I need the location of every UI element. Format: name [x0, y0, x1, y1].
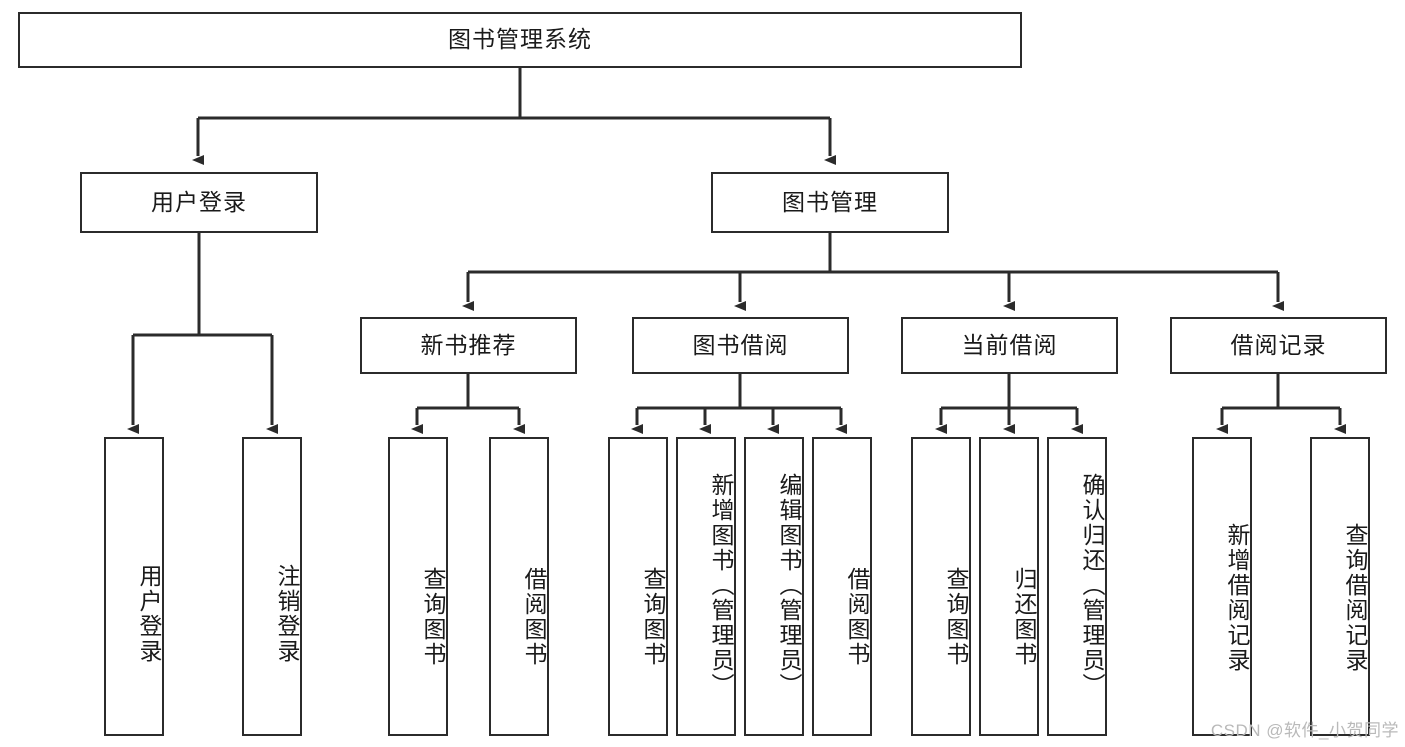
node-leaf-query-book-3-label: 查询图书: [943, 566, 969, 667]
node-leaf-borrow-book-1-label: 借阅图书: [521, 566, 547, 667]
node-borrow-record[interactable]: 借阅记录: [1170, 317, 1387, 374]
node-user-login-label: 用户登录: [151, 188, 247, 215]
node-leaf-edit-book-label: 编辑图书（管理员）: [776, 473, 802, 698]
node-new-book-recommend-label: 新书推荐: [420, 331, 517, 358]
node-leaf-user-login[interactable]: 用户登录: [104, 437, 164, 736]
node-root[interactable]: 图书管理系统: [18, 12, 1022, 68]
node-leaf-confirm-return[interactable]: 确认归还（管理员）: [1047, 437, 1107, 736]
node-current-borrow-label: 当前借阅: [961, 331, 1058, 358]
node-leaf-confirm-return-label: 确认归还（管理员）: [1079, 473, 1105, 698]
node-leaf-add-book-label: 新增图书（管理员）: [708, 473, 734, 698]
node-book-borrow-label: 图书借阅: [692, 331, 789, 358]
node-leaf-user-login-label: 用户登录: [136, 563, 162, 664]
node-borrow-record-label: 借阅记录: [1230, 331, 1327, 358]
node-leaf-query-book-1-label: 查询图书: [420, 566, 446, 667]
node-book-management-label: 图书管理: [782, 188, 878, 215]
node-root-label: 图书管理系统: [448, 26, 592, 53]
node-leaf-borrow-book-2[interactable]: 借阅图书: [812, 437, 872, 736]
node-leaf-borrow-book-2-label: 借阅图书: [844, 566, 870, 667]
node-leaf-add-record[interactable]: 新增借阅记录: [1192, 437, 1252, 736]
node-new-book-recommend[interactable]: 新书推荐: [360, 317, 577, 374]
node-leaf-edit-book[interactable]: 编辑图书（管理员）: [744, 437, 804, 736]
node-book-management[interactable]: 图书管理: [711, 172, 949, 233]
node-leaf-query-book-2[interactable]: 查询图书: [608, 437, 668, 736]
node-leaf-query-book-3[interactable]: 查询图书: [911, 437, 971, 736]
node-leaf-borrow-book-1[interactable]: 借阅图书: [489, 437, 549, 736]
node-leaf-query-book-1[interactable]: 查询图书: [388, 437, 448, 736]
watermark-text: CSDN @软件_小贺同学: [1210, 721, 1399, 740]
node-leaf-user-logout-label: 注销登录: [274, 563, 300, 664]
node-current-borrow[interactable]: 当前借阅: [901, 317, 1118, 374]
node-leaf-add-book[interactable]: 新增图书（管理员）: [676, 437, 736, 736]
node-leaf-query-record-label: 查询借阅记录: [1342, 522, 1368, 673]
node-leaf-return-book-label: 归还图书: [1011, 566, 1037, 667]
node-book-borrow[interactable]: 图书借阅: [632, 317, 849, 374]
node-leaf-return-book[interactable]: 归还图书: [979, 437, 1039, 736]
node-leaf-add-record-label: 新增借阅记录: [1224, 522, 1250, 673]
node-leaf-user-logout[interactable]: 注销登录: [242, 437, 302, 736]
node-user-login[interactable]: 用户登录: [80, 172, 318, 233]
node-leaf-query-record[interactable]: 查询借阅记录: [1310, 437, 1370, 736]
node-leaf-query-book-2-label: 查询图书: [640, 566, 666, 667]
